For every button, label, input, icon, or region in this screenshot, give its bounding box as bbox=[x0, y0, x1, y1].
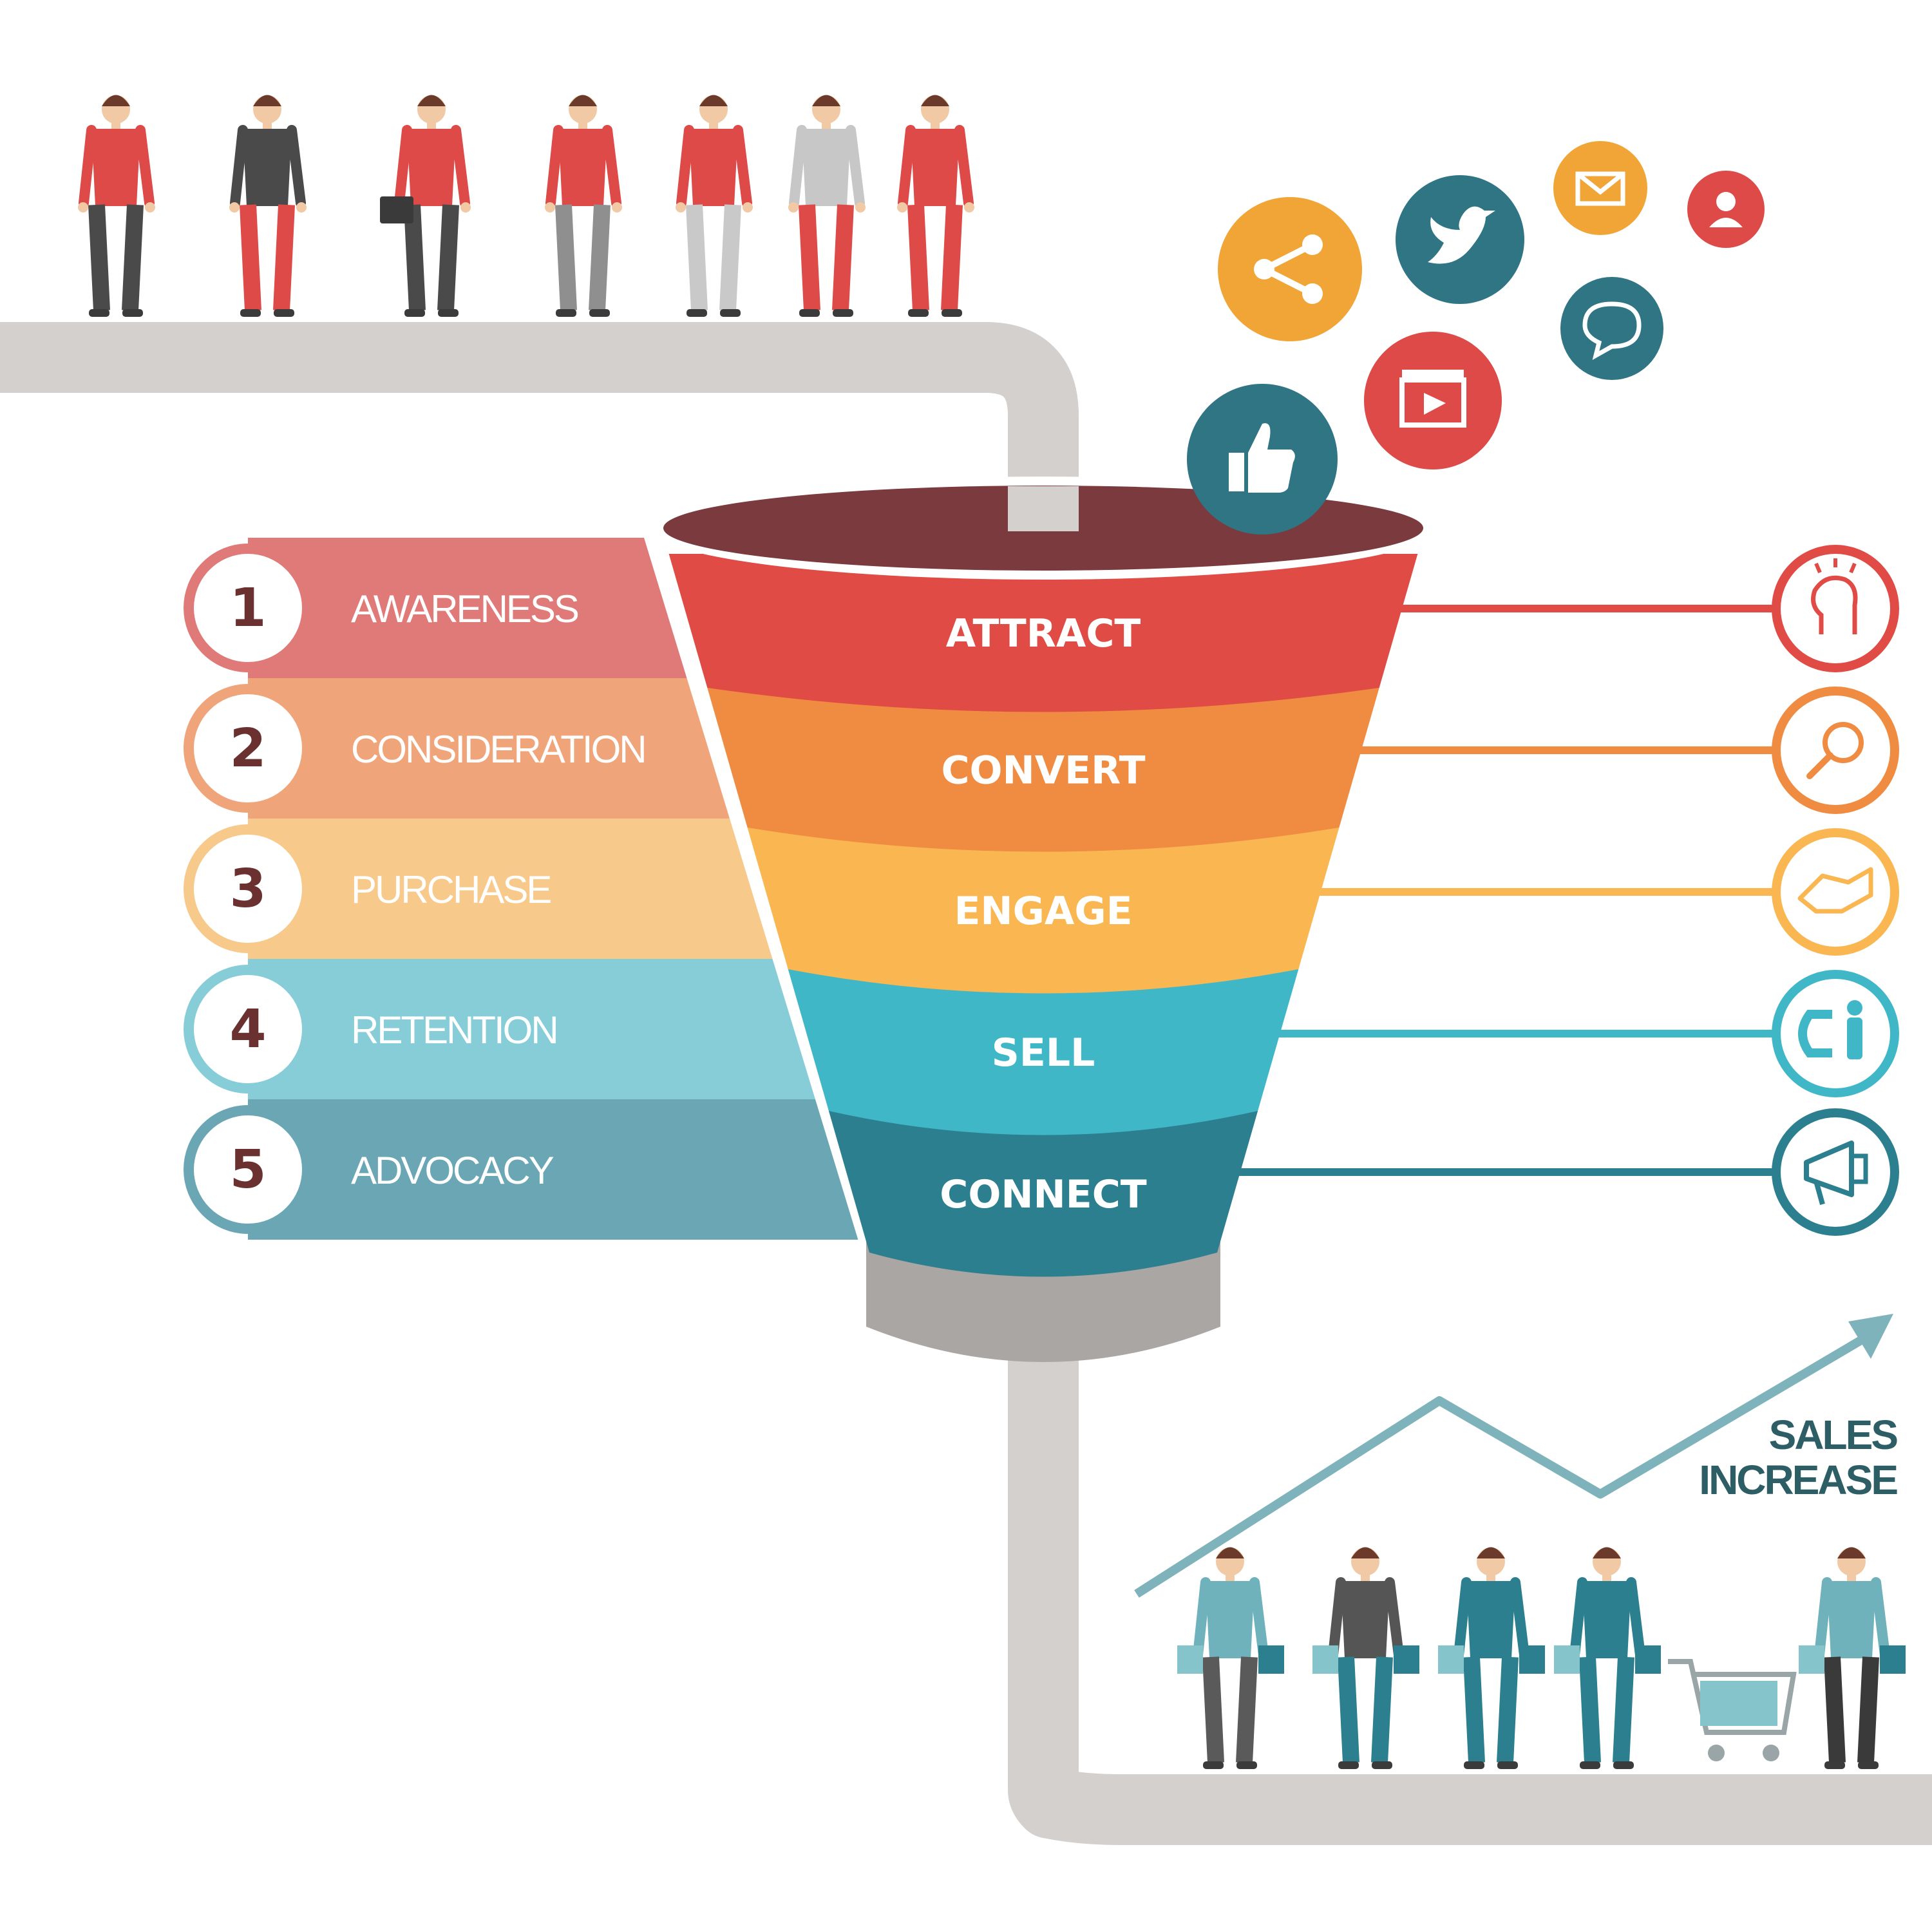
stage-label: AWARENESS bbox=[351, 587, 578, 630]
video-icon bbox=[1364, 332, 1502, 469]
stage-number: 3 bbox=[229, 858, 266, 920]
stage-band bbox=[248, 538, 687, 678]
sales-increase-chart: SALES INCREASE bbox=[1134, 1314, 1899, 1598]
customer-person-1 bbox=[1177, 1547, 1284, 1769]
customer-person-5 bbox=[1799, 1547, 1906, 1769]
funnel-band-engage: ENGAGE bbox=[747, 828, 1340, 994]
funnel-label: CONVERT bbox=[941, 748, 1145, 793]
stage-label: ADVOCACY bbox=[351, 1149, 554, 1192]
funnel-band-attract: ATTRACT bbox=[668, 554, 1418, 712]
stage-number-badge bbox=[184, 544, 312, 672]
prospect-person-3 bbox=[380, 95, 471, 317]
stage-band bbox=[248, 678, 730, 819]
stage-row-purchase: 3 PURCHASE bbox=[184, 819, 773, 959]
social-icons bbox=[1187, 141, 1765, 535]
prospect-person-1 bbox=[78, 95, 155, 317]
stage-band bbox=[248, 1099, 858, 1240]
customer-person-2 bbox=[1312, 1547, 1419, 1769]
sales-label-line2: INCREASE bbox=[1699, 1457, 1897, 1503]
stage-number-badge bbox=[184, 965, 312, 1094]
stage-connector-attract bbox=[1395, 545, 1899, 672]
stage-number-badge bbox=[184, 824, 312, 953]
chat-icon bbox=[1560, 277, 1663, 380]
stage-list: 1 AWARENESS 2 CONSIDERATION 3 PURCHASE 4 RETENT… bbox=[184, 538, 858, 1240]
magnifier-icon bbox=[1806, 722, 1864, 779]
stage-row-retention: 4 RETENTION bbox=[184, 959, 815, 1099]
sales-arrow-head bbox=[1848, 1314, 1893, 1359]
customer-person-4 bbox=[1554, 1547, 1661, 1769]
prospect-person-6 bbox=[788, 95, 866, 317]
sales-funnel: CONNECT SELL ENGAGE CONVERT ATTRACT bbox=[650, 477, 1436, 1362]
funnel-band-convert: CONVERT bbox=[707, 688, 1379, 852]
stage-connector-connect bbox=[1233, 1108, 1899, 1236]
mail-icon bbox=[1553, 141, 1647, 235]
stage-band bbox=[248, 819, 773, 959]
shopping-cart-icon bbox=[1668, 1659, 1797, 1761]
handshake-icon bbox=[1797, 867, 1873, 914]
funnel-band-connect: CONNECT bbox=[828, 1111, 1258, 1277]
stage-row-consideration: 2 CONSIDERATION bbox=[184, 678, 730, 819]
stage-number: 5 bbox=[229, 1139, 266, 1200]
user-icon bbox=[1687, 171, 1765, 248]
stage-row-awareness: 1 AWARENESS bbox=[184, 538, 687, 678]
prospect-person-5 bbox=[676, 95, 753, 317]
stage-number-badge bbox=[184, 684, 312, 813]
stage-number: 4 bbox=[229, 999, 266, 1060]
share-icon bbox=[1218, 197, 1362, 341]
stage-label: PURCHASE bbox=[351, 868, 551, 911]
funnel-label: SELL bbox=[992, 1030, 1095, 1075]
customers-group bbox=[1177, 1547, 1906, 1769]
stage-label: RETENTION bbox=[351, 1009, 557, 1052]
prospect-person-2 bbox=[229, 95, 307, 317]
stage-label: CONSIDERATION bbox=[351, 728, 645, 771]
road-path bbox=[0, 322, 1932, 1845]
stage-row-advocacy: 5 ADVOCACY bbox=[184, 1099, 858, 1240]
funnel-label: ATTRACT bbox=[946, 611, 1141, 656]
funnel-band-sell: SELL bbox=[788, 969, 1299, 1135]
prospect-person-4 bbox=[545, 95, 622, 317]
stage-number: 1 bbox=[229, 578, 266, 639]
sales-label-line1: SALES bbox=[1769, 1412, 1898, 1458]
funnel-label: CONNECT bbox=[940, 1172, 1146, 1217]
stage-band bbox=[248, 959, 815, 1099]
stage-connector-convert bbox=[1354, 687, 1899, 814]
funnel-label: ENGAGE bbox=[954, 889, 1132, 934]
stage-connector-engage bbox=[1314, 828, 1899, 956]
customer-person-3 bbox=[1438, 1547, 1545, 1769]
stage-icons bbox=[1233, 545, 1899, 1236]
sales-trend-line bbox=[1134, 1332, 1870, 1598]
stage-number: 2 bbox=[229, 718, 266, 779]
stage-number-badge bbox=[184, 1105, 312, 1234]
stage-connector-sell bbox=[1273, 970, 1899, 1097]
prospect-person-7 bbox=[897, 95, 974, 317]
magnet-person-icon bbox=[1798, 1000, 1862, 1059]
prospects-group bbox=[78, 95, 974, 317]
twitter-icon bbox=[1396, 175, 1524, 304]
idea-head-icon bbox=[1811, 558, 1858, 634]
megaphone-icon bbox=[1804, 1141, 1868, 1206]
like-icon bbox=[1187, 384, 1338, 535]
